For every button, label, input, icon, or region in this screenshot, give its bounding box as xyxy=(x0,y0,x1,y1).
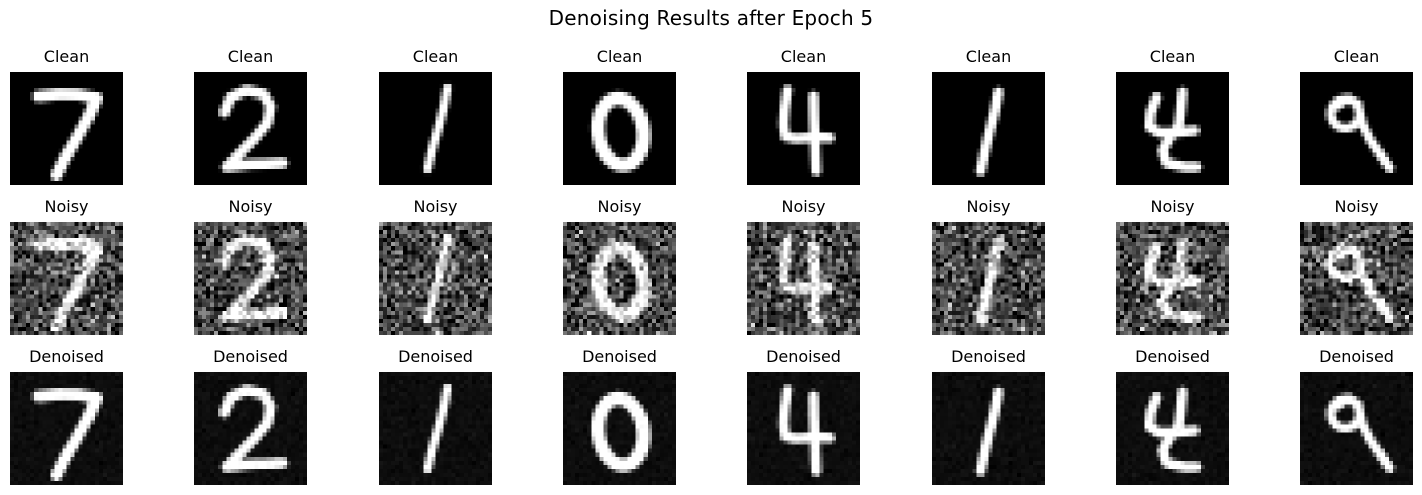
panel-title-noisy: Noisy xyxy=(1150,197,1195,216)
digit-image-clean xyxy=(1116,72,1229,185)
digit-image-clean xyxy=(379,72,492,185)
digit-image-clean xyxy=(1300,72,1413,185)
panel-title-denoised: Denoised xyxy=(951,347,1026,366)
digit-4-noisy-canvas xyxy=(747,222,860,335)
digit-9-denoised-canvas xyxy=(1300,372,1413,485)
digit-2-noisy-canvas xyxy=(194,222,307,335)
panel-title-clean: Clean xyxy=(412,47,459,66)
digit-4-clean-canvas xyxy=(1116,72,1229,185)
digit-image-denoised xyxy=(747,372,860,485)
digit-2-clean-canvas xyxy=(194,72,307,185)
panel-title-noisy: Noisy xyxy=(966,197,1011,216)
digit-7-noisy-canvas xyxy=(10,222,123,335)
panel-title-noisy: Noisy xyxy=(781,197,826,216)
panel-title-noisy: Noisy xyxy=(44,197,89,216)
panel-title-noisy: Noisy xyxy=(228,197,273,216)
panel-title-noisy: Noisy xyxy=(1334,197,1379,216)
digit-image-denoised xyxy=(1116,372,1229,485)
panel-title-clean: Clean xyxy=(965,47,1012,66)
digit-image-clean xyxy=(10,72,123,185)
digit-image-noisy xyxy=(1300,222,1413,335)
digit-1-clean-canvas xyxy=(379,72,492,185)
digit-image-noisy xyxy=(747,222,860,335)
panel-title-denoised: Denoised xyxy=(766,347,841,366)
digit-image-clean xyxy=(194,72,307,185)
panel-title-clean: Clean xyxy=(596,47,643,66)
digit-image-clean xyxy=(747,72,860,185)
panel-title-denoised: Denoised xyxy=(1135,347,1210,366)
digit-2-denoised-canvas xyxy=(194,372,307,485)
digit-image-noisy xyxy=(379,222,492,335)
digit-9-clean-canvas xyxy=(1300,72,1413,185)
digit-0-denoised-canvas xyxy=(563,372,676,485)
panel-title-noisy: Noisy xyxy=(413,197,458,216)
digit-1-clean-canvas xyxy=(932,72,1045,185)
digit-image-denoised xyxy=(1300,372,1413,485)
digit-9-noisy-canvas xyxy=(1300,222,1413,335)
digit-0-noisy-canvas xyxy=(563,222,676,335)
panel-title-clean: Clean xyxy=(1149,47,1196,66)
digit-4-noisy-canvas xyxy=(1116,222,1229,335)
digit-1-noisy-canvas xyxy=(379,222,492,335)
digit-image-denoised xyxy=(563,372,676,485)
digit-7-denoised-canvas xyxy=(10,372,123,485)
digit-image-noisy xyxy=(932,222,1045,335)
panel-title-clean: Clean xyxy=(227,47,274,66)
panel-title-denoised: Denoised xyxy=(582,347,657,366)
digit-1-denoised-canvas xyxy=(932,372,1045,485)
digit-image-clean xyxy=(563,72,676,185)
panel-title-clean: Clean xyxy=(43,47,90,66)
panel-title-clean: Clean xyxy=(1333,47,1380,66)
digit-image-noisy xyxy=(563,222,676,335)
figure-title: Denoising Results after Epoch 5 xyxy=(548,6,874,30)
digit-image-noisy xyxy=(1116,222,1229,335)
digit-image-denoised xyxy=(932,372,1045,485)
digit-image-clean xyxy=(932,72,1045,185)
panel-title-denoised: Denoised xyxy=(29,347,104,366)
panel-title-denoised: Denoised xyxy=(1319,347,1394,366)
digit-0-clean-canvas xyxy=(563,72,676,185)
digit-image-denoised xyxy=(10,372,123,485)
panel-title-noisy: Noisy xyxy=(597,197,642,216)
digit-image-denoised xyxy=(379,372,492,485)
panel-title-denoised: Denoised xyxy=(213,347,288,366)
panel-title-clean: Clean xyxy=(780,47,827,66)
digit-4-denoised-canvas xyxy=(1116,372,1229,485)
digit-1-denoised-canvas xyxy=(379,372,492,485)
digit-4-clean-canvas xyxy=(747,72,860,185)
digit-image-noisy xyxy=(10,222,123,335)
digit-1-noisy-canvas xyxy=(932,222,1045,335)
digit-7-clean-canvas xyxy=(10,72,123,185)
digit-image-noisy xyxy=(194,222,307,335)
digit-image-denoised xyxy=(194,372,307,485)
digit-4-denoised-canvas xyxy=(747,372,860,485)
panel-title-denoised: Denoised xyxy=(398,347,473,366)
